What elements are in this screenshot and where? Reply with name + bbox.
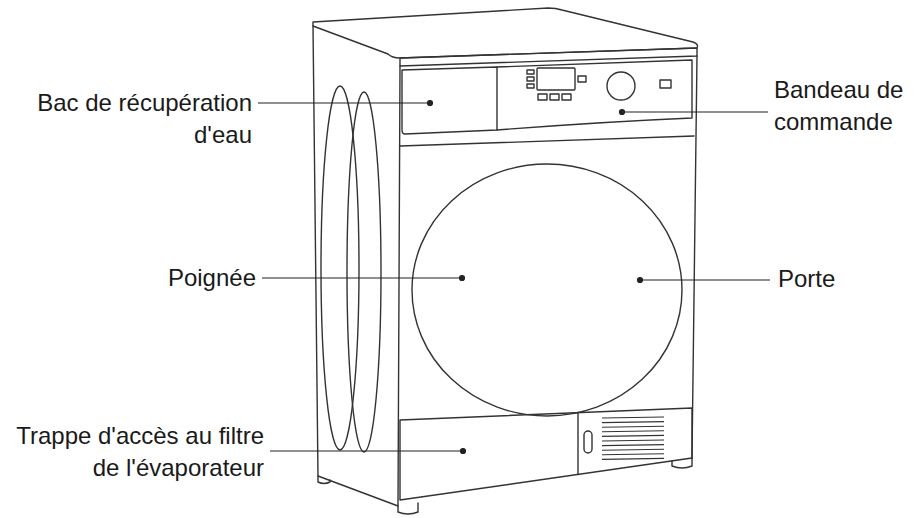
vent-slat <box>602 431 664 432</box>
vent-slat <box>602 440 664 441</box>
vent-slat <box>602 435 664 436</box>
part-label: Trappe d'accès au filtre de l'évaporateu… <box>6 420 264 484</box>
vent-slat <box>602 458 664 459</box>
vent-slat <box>602 417 664 418</box>
part-label: Poignée <box>100 262 256 294</box>
vent-slat <box>602 449 664 450</box>
vent-slat <box>602 426 664 427</box>
part-label: Bandeau de commande <box>774 74 920 138</box>
vent-slat <box>602 422 664 423</box>
part-label: Porte <box>778 263 898 295</box>
vent-slat <box>602 445 664 446</box>
part-label: Bac de récupération d'eau <box>6 87 252 151</box>
vent-slat <box>602 454 664 455</box>
